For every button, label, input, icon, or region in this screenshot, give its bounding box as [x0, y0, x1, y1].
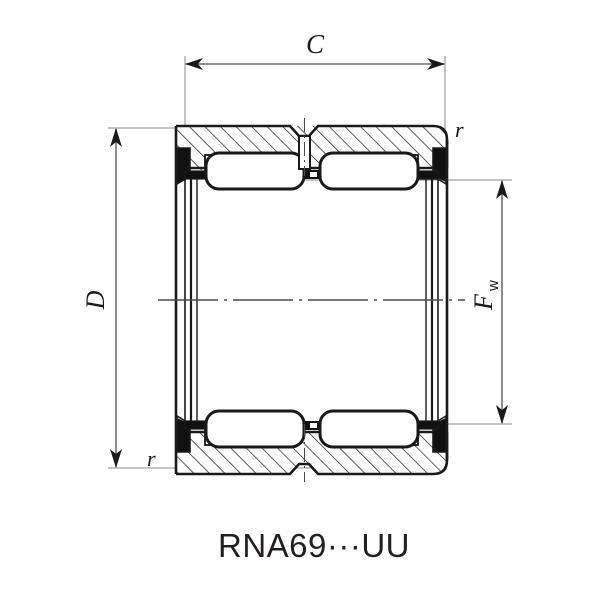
dimension-c: C — [185, 29, 445, 70]
chamfer-label-bottom: r — [147, 446, 156, 471]
dimension-label-fw: F — [469, 293, 498, 311]
chamfer-label-top: r — [455, 117, 464, 142]
dimension-label-c: C — [306, 29, 325, 59]
dimension-fw: F w — [469, 180, 508, 424]
dimension-label-fw-subscript: w — [485, 280, 502, 292]
lubrication-hole-top — [298, 118, 311, 176]
projection-lines — [108, 56, 512, 469]
dimension-d: D — [81, 128, 122, 468]
drawing-caption: RNA69···UU — [218, 527, 410, 564]
needle-rollers-bottom — [204, 409, 420, 449]
dimension-label-d: D — [81, 290, 110, 310]
